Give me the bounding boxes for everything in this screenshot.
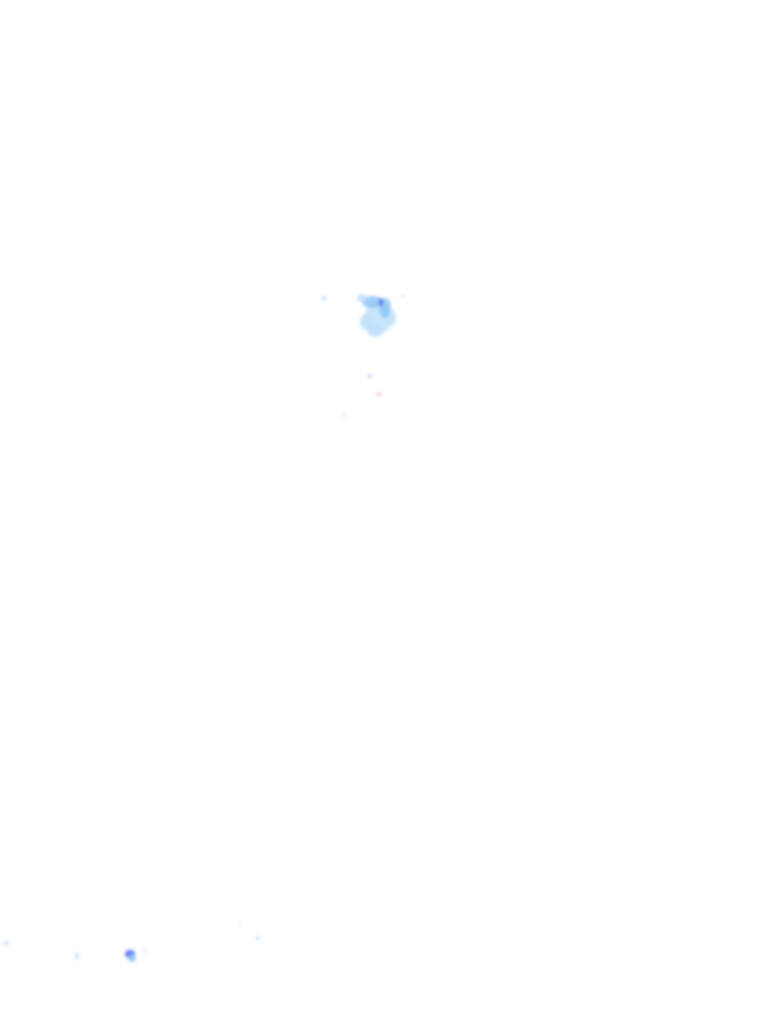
precipitation-cell (239, 924, 241, 926)
precipitation-cell (362, 296, 382, 308)
precipitation-cell (376, 392, 382, 396)
precipitation-cell (367, 374, 373, 378)
precipitation-cell (143, 949, 147, 953)
precipitation-cell (379, 298, 383, 306)
precipitation-cell (75, 952, 79, 960)
precipitation-cell (357, 294, 367, 302)
precipitation-cell (388, 310, 396, 326)
precipitation-cell (367, 323, 383, 337)
precipitation-cell (401, 294, 405, 298)
precipitation-cell (342, 413, 346, 417)
precipitation-cell (128, 954, 136, 962)
precipitation-cell (322, 295, 326, 301)
precipitation-cell (3, 941, 9, 945)
precipitation-cell (256, 936, 260, 940)
